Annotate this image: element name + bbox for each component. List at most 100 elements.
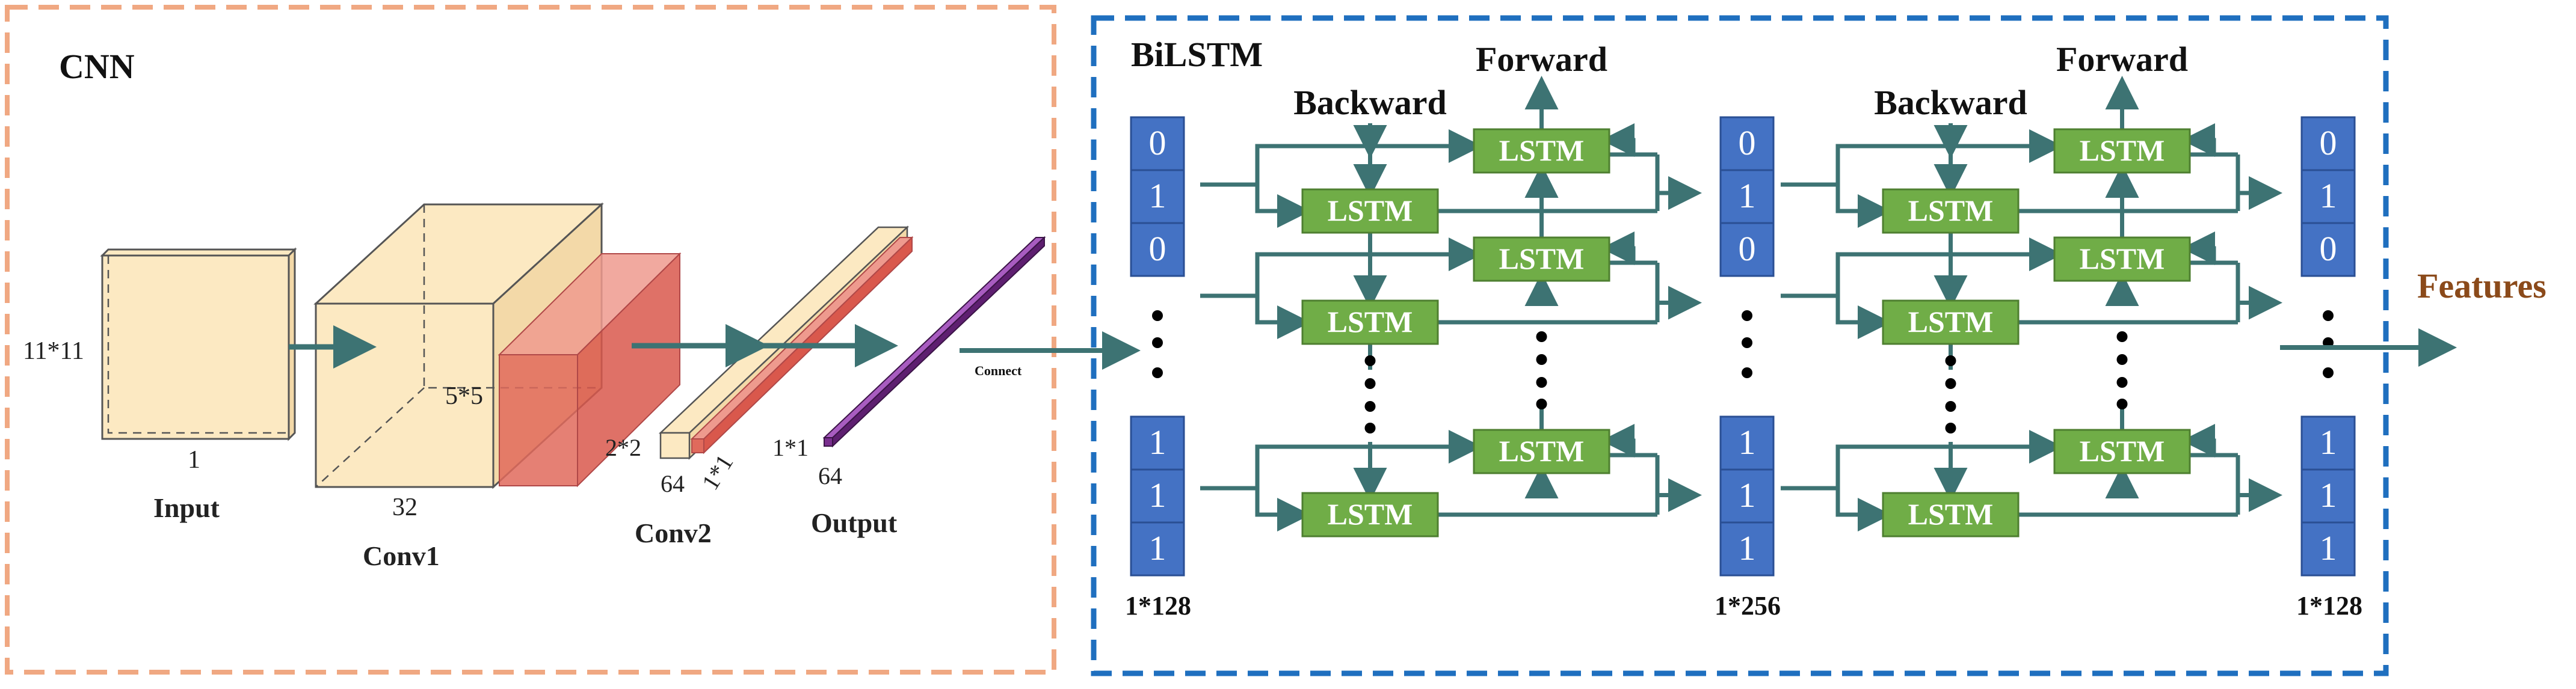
lstm-cell-forward: LSTM [1473,128,1610,174]
forward-label: Forward [1476,40,1607,79]
ellipsis-dot [2323,367,2334,378]
vector-cell-value: 1 [2320,476,2337,515]
vector-dim-label: 1*128 [2296,591,2362,620]
ellipsis-dot [1152,367,1163,378]
lstm-cell-label: LSTM [1499,242,1585,275]
vector-cell-value: 0 [2320,229,2337,268]
lstm-cell-backward: LSTM [1882,299,2020,345]
vector-cell [1719,521,1775,577]
ellipsis-dot [1945,378,1956,389]
connect-label: Connect [975,363,1022,378]
vector-cell-value: 0 [1149,123,1166,162]
forward-label: Forward [2056,40,2188,79]
conv2-kernel-label: 1*1 [696,450,738,495]
lstm-cell-backward: LSTM [1882,188,2020,234]
vector-cell [2300,415,2356,471]
ellipsis-dot [1945,423,1956,433]
lstm-cell-forward: LSTM [2053,236,2191,282]
vector-cell [1130,415,1185,471]
features-label: Features [2417,266,2547,305]
ellipsis-dot [2116,354,2128,365]
bilstm-section-border [1091,15,2389,676]
vector-cell [1719,169,1775,224]
input-size-label: 11*11 [23,337,84,365]
lstm-cell-backward: LSTM [1301,188,1439,234]
lstm-cell-forward: LSTM [2053,429,2191,474]
vector-cell [1130,222,1185,277]
ellipsis-dot [1536,377,1547,388]
vector-cell [2300,116,2356,171]
output-label: Output [811,507,898,538]
conv2-size-label: 2*2 [605,434,641,461]
ellipsis-dot [1742,310,1752,321]
lstm-cell-forward: LSTM [1473,236,1610,282]
lstm-cell-backward: LSTM [1301,299,1439,345]
ellipsis-dot [2116,377,2128,388]
lstm-cell-label: LSTM [1499,434,1585,468]
vector-cell-value: 1 [2320,176,2337,215]
vector-3: 0 1 0 1 1 1 1*128 [2296,116,2362,620]
vector-cell-value: 1 [1739,423,1756,462]
ellipsis-dot [1742,367,1752,378]
vector-cell-value: 1 [1739,528,1756,568]
vector-cell-value: 1 [1149,476,1166,515]
lstm-cell-label: LSTM [2080,242,2165,275]
ellipsis-dot [1536,399,1547,409]
lstm-cell-label: LSTM [1908,194,1994,227]
ellipsis-dot [1742,337,1752,348]
output-size-label: 1*1 [772,434,809,461]
backward-label: Backward [1874,83,2027,122]
input-label: Input [153,492,220,523]
ellipsis-dot [2323,310,2334,321]
vector-cell-value: 0 [1149,229,1166,268]
vector-cell-value: 1 [2320,423,2337,462]
lstm-cell-label: LSTM [1908,305,1994,338]
conv1-kernel [498,252,682,488]
ellipsis-dot [1945,401,1956,412]
vector-cell [1130,169,1185,224]
input-block [100,247,297,441]
cnn-section-border [5,5,1056,675]
output-block [822,236,1046,448]
backward-label: Backward [1293,83,1447,122]
vector-dim-label: 1*128 [1125,591,1191,620]
vector-cell-value: 0 [1739,123,1756,162]
cnn-flow-arrows [289,324,898,369]
vector-dim-label: 1*256 [1715,591,1781,620]
lstm-cell-label: LSTM [1328,497,1413,531]
ellipsis-dot [1152,310,1163,321]
lstm-cell-label: LSTM [1328,194,1413,227]
vector-cell-value: 1 [1739,176,1756,215]
lstm-cell-label: LSTM [2080,434,2165,468]
ellipsis-dot [2116,399,2128,409]
vector-cell-value: 1 [2320,528,2337,568]
vector-cell [2300,468,2356,524]
cnn-title: CNN [59,47,135,86]
ellipsis-dot [1364,378,1376,389]
vector-cell [2300,521,2356,577]
ellipsis-dot [1364,401,1376,412]
ellipsis-dot [1536,331,1547,342]
conv2-label: Conv2 [635,518,712,548]
lstm-cell-label: LSTM [1908,497,1994,531]
lstm-cell-forward: LSTM [1473,429,1610,474]
vector-cell-value: 0 [2320,123,2337,162]
lstm-cell-backward: LSTM [1301,492,1439,537]
vector-cell [1719,468,1775,524]
vector-cell [1719,222,1775,277]
vector-cell [2300,222,2356,277]
output-depth-label: 64 [818,462,842,489]
lstm-cell-backward: LSTM [1882,492,2020,537]
ellipsis-dot [2116,331,2128,342]
vector-cell [1719,415,1775,471]
lstm-cell-label: LSTM [2080,133,2165,167]
conv2-block [658,225,910,460]
vector-cell-value: 1 [1149,176,1166,215]
conv2-depth-label: 64 [661,470,685,497]
vector-cell-value: 1 [1149,528,1166,568]
vector-cell-value: 0 [1739,229,1756,268]
